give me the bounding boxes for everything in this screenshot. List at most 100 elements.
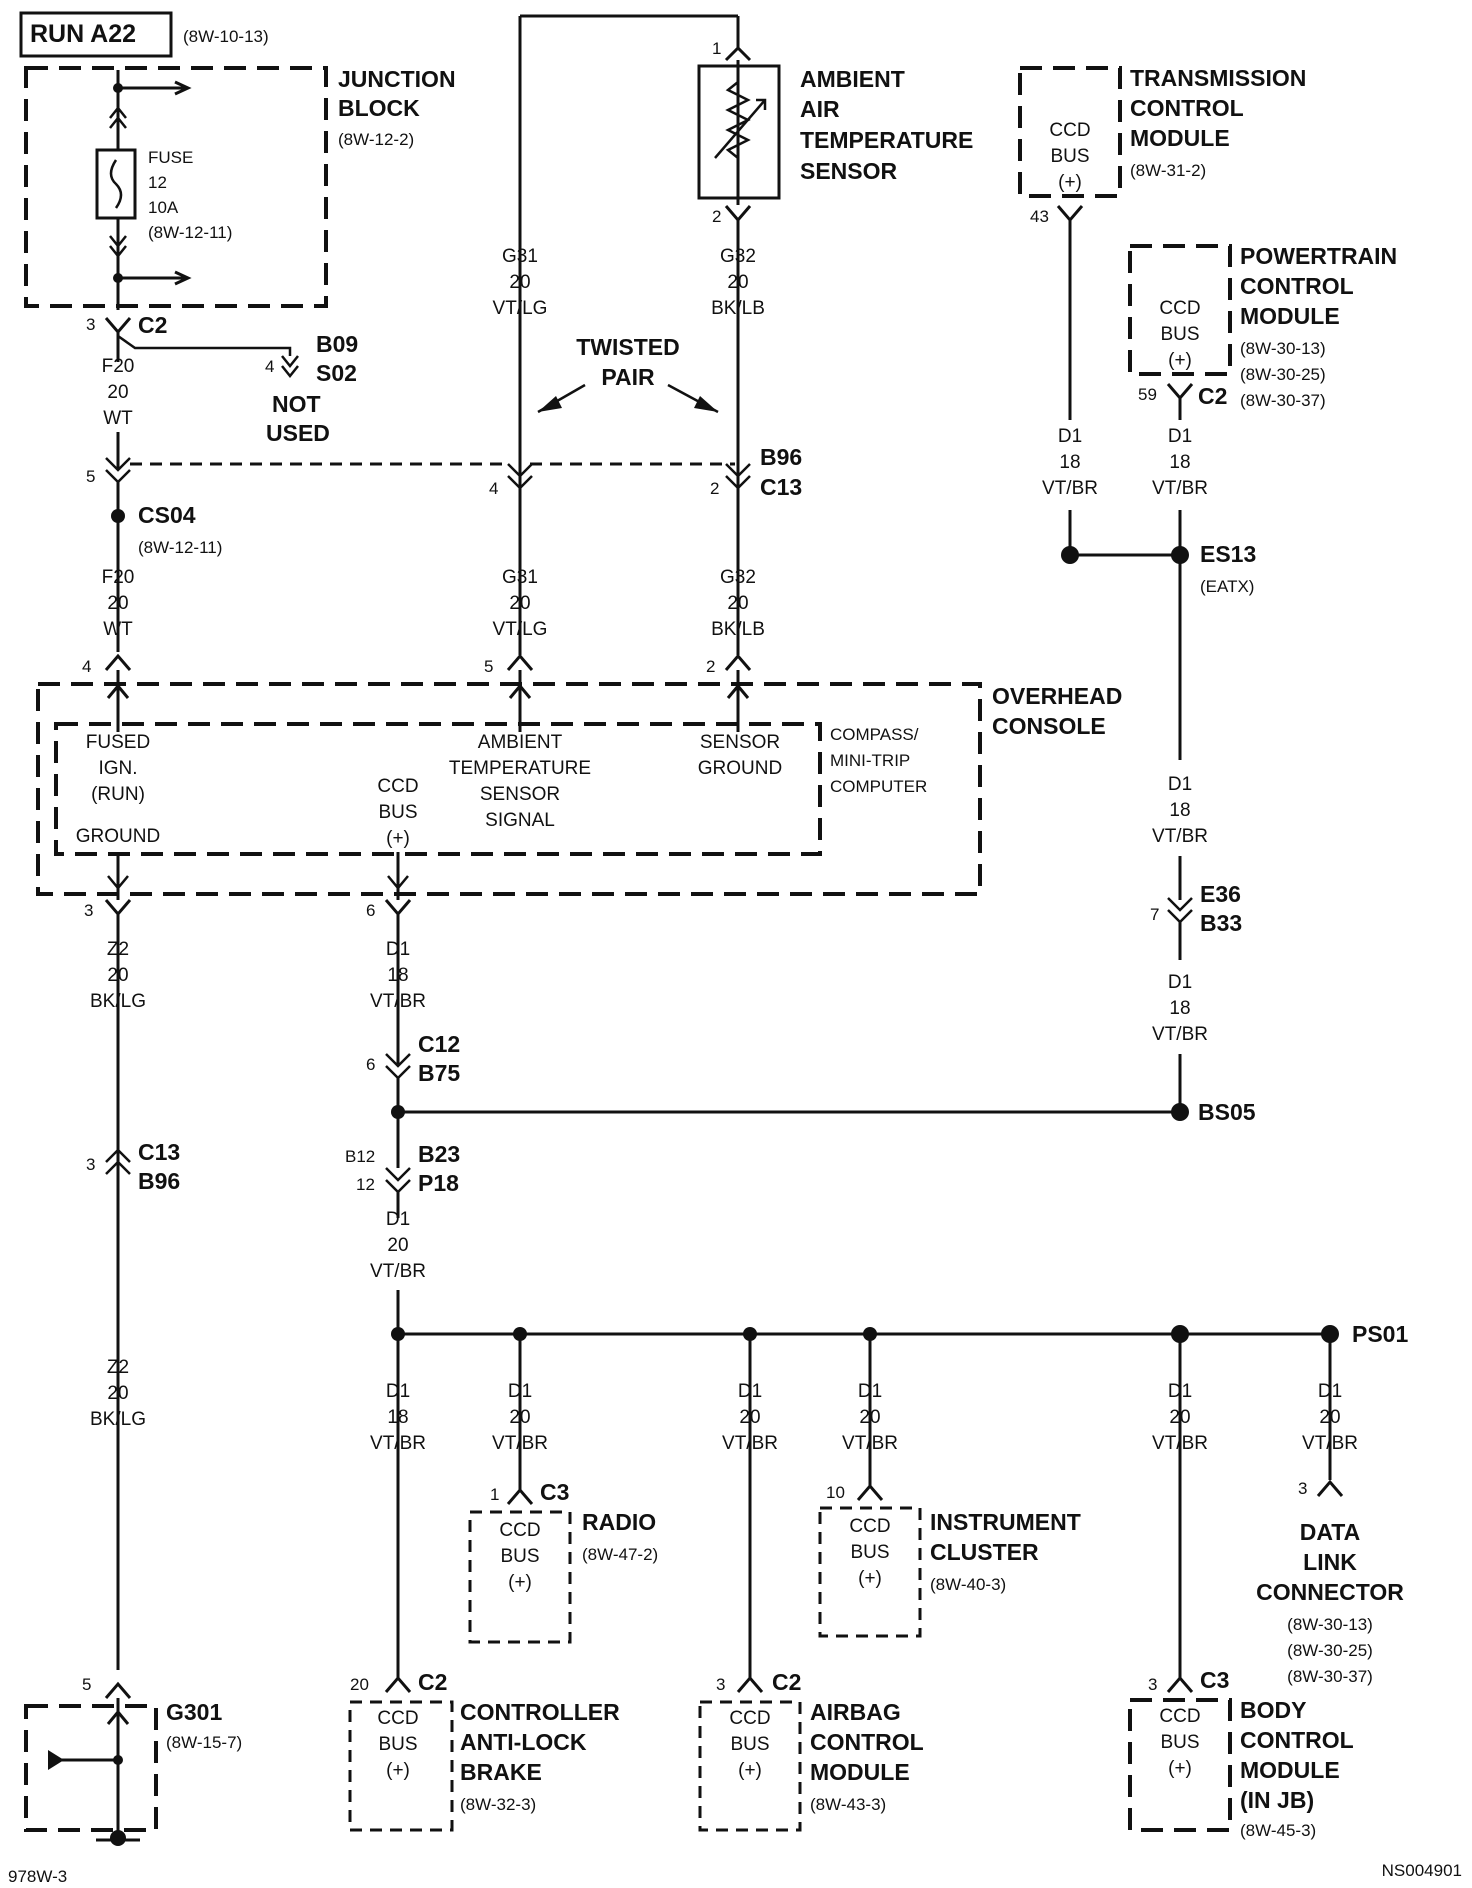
dlc-name: DATA [1300, 1519, 1360, 1545]
right-wire-circuit: D1 [1168, 774, 1192, 795]
wire-g31-gauge: 20 [509, 272, 530, 293]
overhead-console-name: OVERHEAD [992, 683, 1122, 709]
bcm-name-4: (IN JB) [1240, 1787, 1314, 1813]
cluster-ccd-label-3: (+) [858, 1568, 882, 1589]
pin-4-g31: 4 [489, 479, 498, 498]
circuit-title-box [19, 11, 173, 58]
bcm-name-3: MODULE [1240, 1757, 1340, 1783]
wire-f20-gauge-b: 20 [107, 593, 128, 614]
abs-wire-gauge: 18 [387, 1407, 408, 1428]
tcm-ccd-label: CCD [1049, 120, 1090, 141]
pin-7-e36: 7 [1150, 905, 1159, 924]
connector-c13-z2: C13 [138, 1139, 180, 1165]
airbag-module-ref: (8W-43-3) [810, 1795, 886, 1814]
splice-bs05: BS05 [1198, 1099, 1256, 1125]
wire-g32-gauge: 20 [727, 272, 748, 293]
splice-ps01: PS01 [1352, 1321, 1408, 1347]
bcm-wire-circuit: D1 [1168, 1381, 1192, 1402]
tcm-wire-circuit: D1 [1058, 426, 1082, 447]
bcm-ccd-label: CCD [1159, 1706, 1200, 1727]
wire-f20-circuit: F20 [102, 356, 135, 377]
bcm-pin-3: 3 [1148, 1675, 1157, 1694]
bcm-name: BODY [1240, 1697, 1306, 1723]
junction-block-outline [24, 66, 328, 308]
abs-ccd-label-2: BUS [378, 1734, 417, 1755]
wire-g32-circuit: G32 [720, 246, 756, 267]
connector-b23: B23 [418, 1141, 460, 1167]
airbag-connector-c2: C2 [772, 1669, 801, 1695]
bcm-ccd-label-2: BUS [1160, 1732, 1199, 1753]
abs-module-outline [348, 1700, 454, 1832]
cluster-wire-gauge: 20 [859, 1407, 880, 1428]
cluster-name-2: CLUSTER [930, 1539, 1039, 1565]
twisted-pair-label-2: PAIR [601, 364, 655, 390]
airbag-module-name: AIRBAG [810, 1699, 901, 1725]
fused-ign-label: FUSED [86, 732, 150, 753]
dlc-pin-3: 3 [1298, 1479, 1307, 1498]
wire-g32-color-b: BK/LB [711, 619, 765, 640]
cluster-ref: (8W-40-3) [930, 1575, 1006, 1594]
airbag-wire-gauge: 20 [739, 1407, 760, 1428]
connector-c13-top: C13 [760, 474, 802, 500]
ambient-signal-label-2: TEMPERATURE [449, 758, 591, 779]
wire-g31-circuit: G31 [502, 246, 538, 267]
tcm-wire-gauge: 18 [1059, 452, 1080, 473]
radio-ref: (8W-47-2) [582, 1545, 658, 1564]
wire-g32-color: BK/LB [711, 298, 765, 319]
cluster-name: INSTRUMENT [930, 1509, 1081, 1535]
airbag-ccd-label-2: BUS [730, 1734, 769, 1755]
pin-4-notused: 4 [265, 357, 274, 376]
g301-outline [24, 1704, 158, 1832]
airbag-module-name-3: MODULE [810, 1759, 910, 1785]
connector-b96-z2: B96 [138, 1168, 180, 1194]
junction-block-name: JUNCTION [338, 66, 456, 92]
cluster-wire-color: VT/BR [842, 1433, 898, 1454]
sensor-ground-label: SENSOR [700, 732, 780, 753]
overhead-console-name-2: CONSOLE [992, 713, 1106, 739]
wire-z2-circuit: Z2 [107, 939, 129, 960]
wire-d1-gauge-a: 18 [387, 965, 408, 986]
airbag-module-outline [698, 1700, 802, 1832]
wire-g31-circuit-b: G31 [502, 567, 538, 588]
dlc-ref: (8W-30-13) [1287, 1615, 1373, 1634]
ambient-sensor-name-2: AIR [800, 96, 840, 122]
circuit-title: RUN A22 [30, 20, 136, 48]
pcm-wire-circuit: D1 [1168, 426, 1192, 447]
splice-es13: ES13 [1200, 541, 1256, 567]
wire-z2-gauge: 20 [107, 965, 128, 986]
pcm-connector-c2: C2 [1198, 383, 1227, 409]
tcm-outline [1018, 66, 1122, 198]
bcm-module-outline [1128, 1698, 1232, 1832]
airbag-wire-color: VT/BR [722, 1433, 778, 1454]
right-wire-gauge-b: 18 [1169, 998, 1190, 1019]
dlc-wire-gauge: 20 [1319, 1407, 1340, 1428]
wire-g31-color-b: VT/LG [493, 619, 548, 640]
circuit-title-ref: (8W-10-13) [183, 27, 269, 46]
ambient-signal-label: AMBIENT [478, 732, 563, 753]
footer-right-code: NS004901 [1382, 1861, 1462, 1880]
wire-z2-circuit-b: Z2 [107, 1357, 129, 1378]
console-ccd-label: CCD [377, 776, 418, 797]
radio-wire-circuit: D1 [508, 1381, 532, 1402]
dlc-ref-2: (8W-30-25) [1287, 1641, 1373, 1660]
connector-c2-jb: C2 [138, 312, 167, 338]
overhead-console-outline [36, 682, 982, 896]
wire-g32-circuit-b: G32 [720, 567, 756, 588]
junction-block-ref: (8W-12-2) [338, 130, 414, 149]
ambient-sensor-name: AMBIENT [800, 66, 905, 92]
splice-cs04: CS04 [138, 502, 196, 528]
connector-b09: B09 [316, 331, 358, 357]
wire-g32-gauge-b: 20 [727, 593, 748, 614]
sensor-ground-label-2: GROUND [698, 758, 782, 779]
cluster-module-outline [818, 1506, 922, 1638]
connector-c12: C12 [418, 1031, 460, 1057]
radio-ccd-label-3: (+) [508, 1572, 532, 1593]
dlc-ref-3: (8W-30-37) [1287, 1667, 1373, 1686]
splice-es13-ref: (EATX) [1200, 577, 1254, 596]
airbag-ccd-label: CCD [729, 1708, 770, 1729]
wire-g31-color: VT/LG [493, 298, 548, 319]
tcm-pin-43: 43 [1030, 207, 1049, 226]
radio-connector-c3: C3 [540, 1479, 569, 1505]
dlc-wire-color: VT/BR [1302, 1433, 1358, 1454]
abs-module-ref: (8W-32-3) [460, 1795, 536, 1814]
